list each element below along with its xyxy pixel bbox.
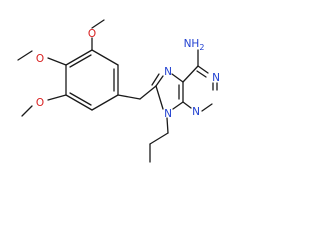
structure-canvas: O O O NH2 N N N N bbox=[17, 19, 220, 163]
nitrogen-label-n3: N bbox=[192, 106, 200, 118]
nitrogen-label-n7: N bbox=[164, 66, 172, 78]
bond bbox=[155, 75, 164, 87]
bond bbox=[171, 73, 184, 83]
bond bbox=[155, 85, 164, 110]
bond bbox=[139, 85, 157, 100]
oxygen-label-middle: O bbox=[36, 53, 44, 65]
bond bbox=[172, 101, 184, 110]
bond bbox=[21, 105, 33, 117]
nitrogen-label-n9: N bbox=[164, 108, 172, 120]
bond bbox=[149, 132, 169, 145]
bond bbox=[182, 65, 199, 83]
bond bbox=[69, 54, 92, 68]
bond bbox=[91, 49, 119, 66]
bond bbox=[151, 73, 160, 86]
amine-label-main: NH bbox=[184, 38, 200, 50]
oxygen-label-lower: O bbox=[36, 97, 44, 109]
nitrogen-label-n1: N bbox=[212, 72, 220, 84]
bond bbox=[47, 94, 67, 101]
bond bbox=[197, 65, 209, 74]
bond bbox=[17, 50, 33, 61]
bond bbox=[91, 94, 119, 111]
molecule-diagram: O O O NH2 N N N N bbox=[17, 19, 220, 163]
bond bbox=[166, 117, 169, 134]
bond bbox=[47, 57, 67, 66]
bond bbox=[91, 19, 105, 29]
bond bbox=[196, 70, 207, 78]
bond bbox=[65, 94, 93, 111]
bond bbox=[201, 103, 213, 112]
amine-label: NH2 bbox=[184, 38, 205, 52]
bond bbox=[182, 101, 192, 109]
bond bbox=[117, 94, 141, 100]
label-layer: O O O NH2 N N N N bbox=[36, 28, 220, 120]
bond bbox=[69, 92, 92, 106]
bond-layer bbox=[17, 19, 218, 163]
amine-label-subscript: 2 bbox=[199, 43, 204, 52]
bond bbox=[65, 49, 93, 66]
oxygen-label-top: O bbox=[88, 28, 96, 40]
